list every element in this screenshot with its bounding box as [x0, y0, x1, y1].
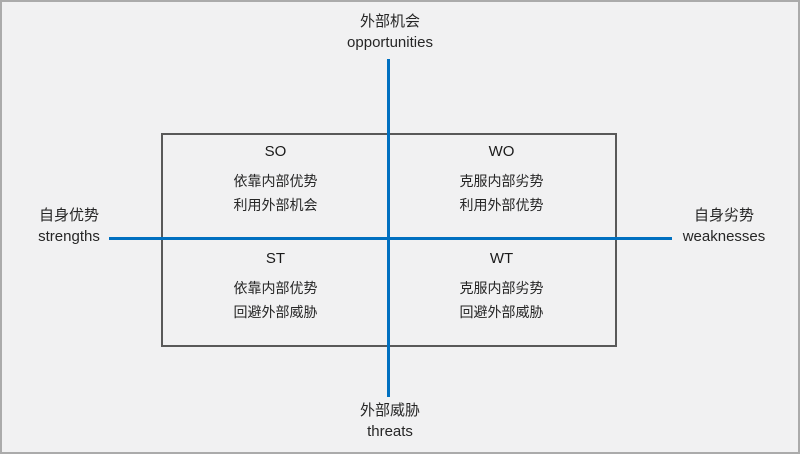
axis-label-strengths: 自身优势 strengths [18, 205, 120, 247]
quadrant-so-line-2: 利用外部机会 [233, 197, 318, 213]
quadrant-st: ST 依靠内部优势 回避外部威胁 [163, 242, 388, 344]
axis-label-bottom-en: threats [367, 423, 413, 440]
quadrant-so-title: SO [264, 143, 287, 160]
vertical-axis-line [387, 59, 390, 397]
quadrant-so: SO 依靠内部优势 利用外部机会 [163, 135, 388, 237]
axis-label-left-en: strengths [38, 228, 100, 245]
axis-label-right-zh: 自身劣势 [693, 207, 754, 224]
axis-label-right-en: weaknesses [682, 228, 766, 245]
quadrant-wo: WO 克服内部劣势 利用外部优势 [389, 135, 614, 237]
axis-label-top-en: opportunities [347, 34, 433, 51]
quadrant-wt-line-2: 回避外部威胁 [459, 304, 544, 320]
axis-label-threats: 外部威胁 threats [290, 400, 490, 442]
quadrant-wt-line-1: 克服内部劣势 [459, 280, 544, 296]
axis-label-bottom-zh: 外部威胁 [359, 402, 420, 419]
quadrant-st-title: ST [265, 250, 286, 267]
axis-label-top-zh: 外部机会 [359, 13, 420, 30]
quadrant-so-line-1: 依靠内部优势 [233, 173, 318, 189]
quadrant-wo-line-1: 克服内部劣势 [459, 173, 544, 189]
quadrant-wo-title: WO [488, 143, 515, 160]
axis-label-weaknesses: 自身劣势 weaknesses [670, 205, 778, 247]
quadrant-st-line-1: 依靠内部优势 [233, 280, 318, 296]
quadrant-wt-title: WT [489, 250, 514, 267]
quadrant-wt: WT 克服内部劣势 回避外部威胁 [389, 242, 614, 344]
quadrant-st-line-2: 回避外部威胁 [233, 304, 318, 320]
quadrant-wo-line-2: 利用外部优势 [459, 197, 544, 213]
axis-label-left-zh: 自身优势 [38, 207, 99, 224]
horizontal-axis-line [109, 237, 672, 240]
axis-label-opportunities: 外部机会 opportunities [290, 11, 490, 53]
